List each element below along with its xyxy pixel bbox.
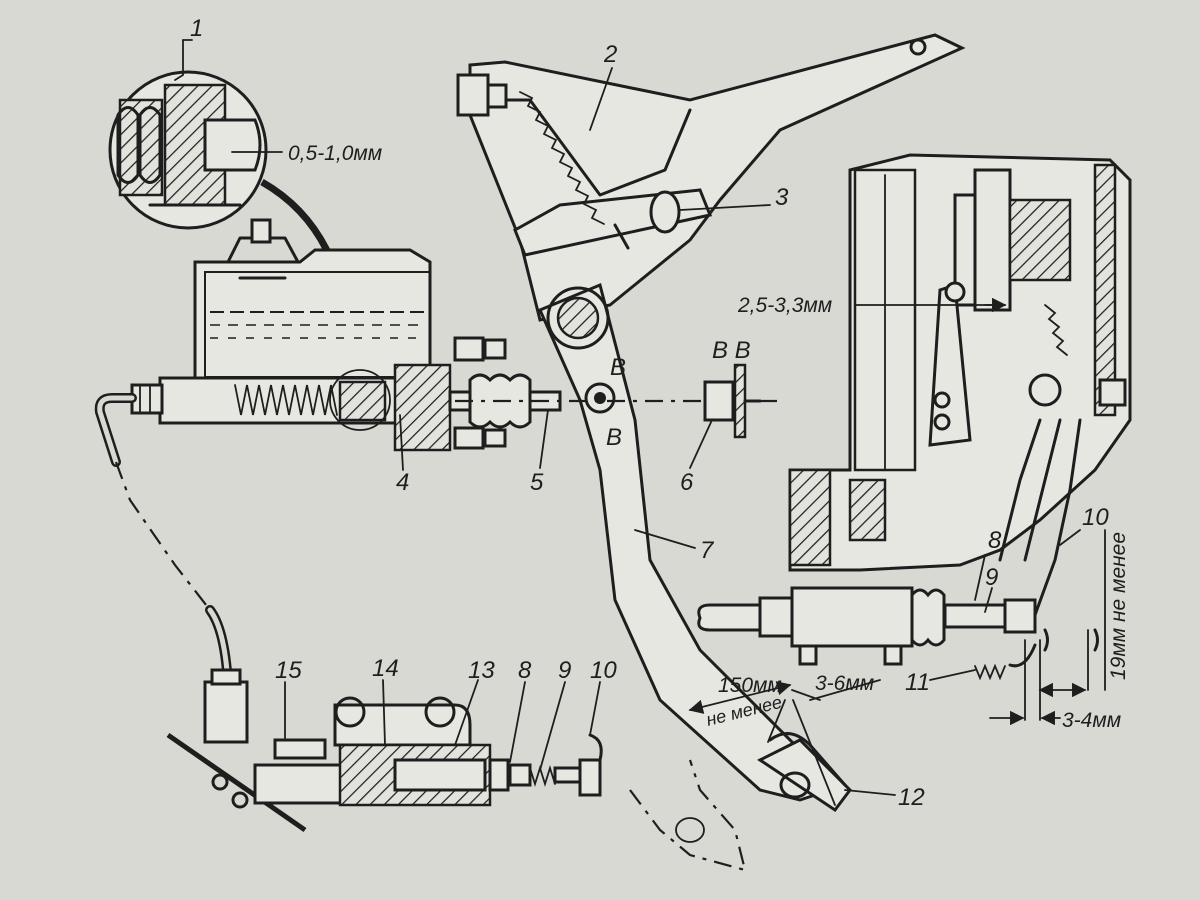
callout-5: 5 [530,469,544,496]
adjusting-nut [703,363,762,439]
callout-8-bottom: 8 [518,657,532,684]
dim-gap-lever: 2,5-3,3мм [737,294,832,317]
detail-circle-valve [108,70,268,230]
return-spring [519,91,605,225]
callout-14: 14 [372,655,399,682]
clutch-pedal [538,282,852,872]
callout-13: 13 [468,657,495,684]
callout-7: 7 [700,537,715,564]
clutch-housing [788,153,1132,572]
callout-10-bottom: 10 [590,657,617,684]
dim-free-play: 3-6мм [815,672,874,695]
slave-cylinder-section [166,668,603,833]
callout-4: 4 [396,469,409,496]
dim-release-stroke: 19мм не менее [1107,532,1130,680]
dim-pedal-travel: 150мм [718,674,782,697]
section-mark-b-top: B [610,354,626,381]
callout-15: 15 [275,657,302,684]
callout-2: 2 [603,41,617,68]
callout-9-bottom: 9 [558,657,571,684]
slave-cylinder-right [697,418,1082,681]
callout-10-right: 10 [1082,504,1109,531]
hydraulic-hose [114,461,211,611]
callout-6: 6 [680,469,694,496]
dim-line-pedal-travel [688,681,792,714]
section-mark-b-bottom: B [606,424,622,451]
callout-3: 3 [775,184,789,211]
dim-rod-gap: 3-4мм [1062,709,1121,732]
callout-9-right: 9 [985,564,998,591]
master-cylinder [94,218,562,467]
callout-12: 12 [898,784,925,811]
callout-11: 11 [905,669,930,696]
callout-1: 1 [190,15,203,42]
dim-gap-valve: 0,5-1,0мм [288,142,382,165]
pedal-bracket [456,33,966,322]
leader-1 [174,39,184,81]
callout-8-right: 8 [988,527,1002,554]
section-mark-b-view: B B [712,337,751,364]
